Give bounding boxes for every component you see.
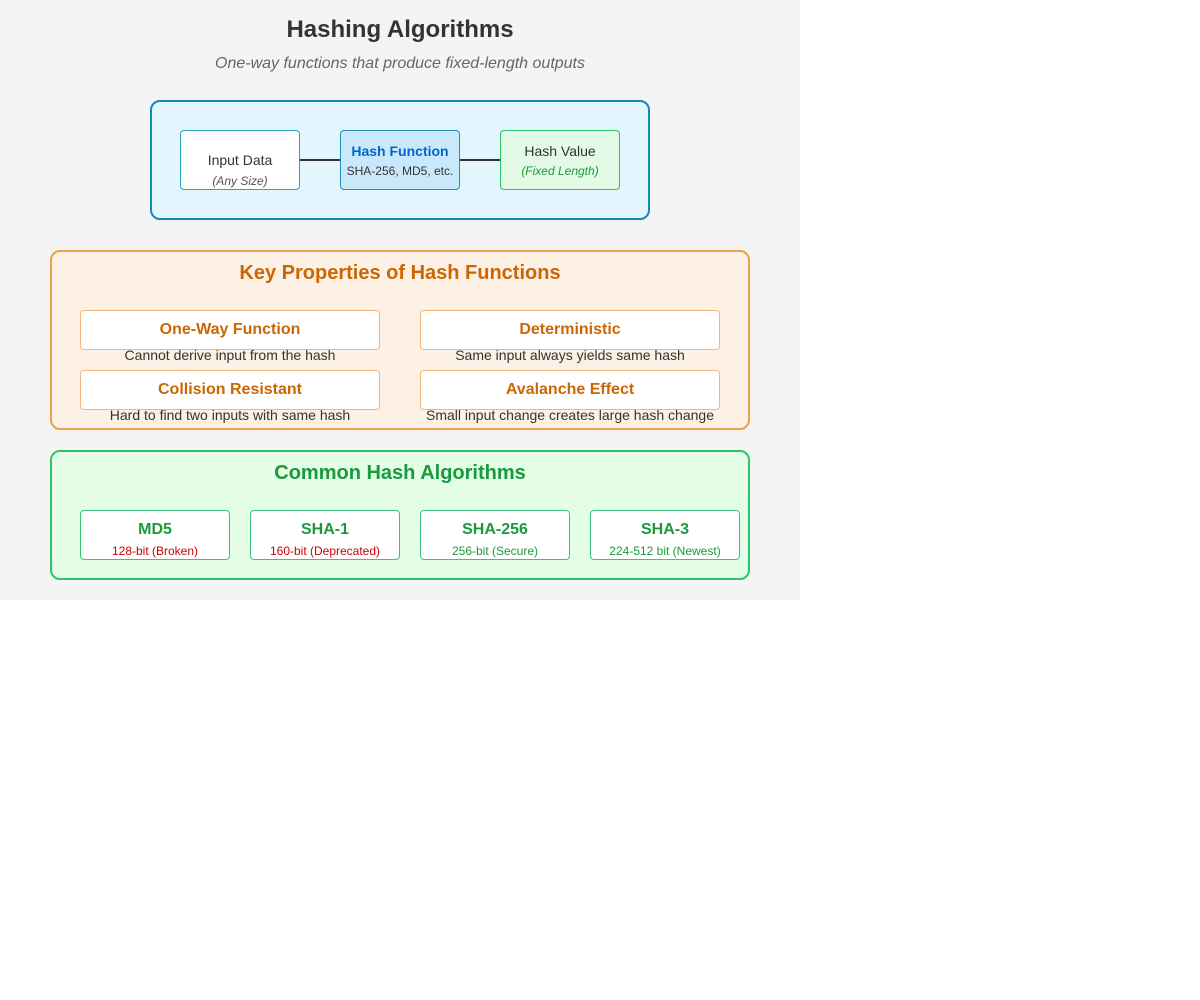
hash-to-output-connector [460,159,500,161]
diagram-subtitle: One-way functions that produce fixed-len… [215,55,585,72]
algorithm-name: MD5 [138,521,172,538]
diagram-title: Hashing Algorithms [286,16,514,43]
algorithm-name: SHA-1 [300,521,349,538]
hash-function-box: Hash Function SHA-256, MD5, etc. [340,130,460,190]
property-description: Hard to find two inputs with same hash [109,407,351,423]
input-data-label: Input Data [207,152,273,168]
algorithm-spec: 160-bit (Deprecated) [269,544,381,558]
algorithm-spec: 256-bit (Secure) [451,544,539,558]
property-card-collision-resistant: Collision Resistant [80,370,380,410]
common-algorithms-title: Common Hash Algorithms [274,462,526,484]
algorithm-spec: 128-bit (Broken) [111,544,199,558]
diagram-canvas: Hashing Algorithms One-way functions tha… [0,0,800,600]
property-card-one-way: One-Way Function [80,310,380,350]
algorithm-name: SHA-256 [462,521,528,538]
hash-function-examples: SHA-256, MD5, etc. [346,164,454,178]
hash-value-box: Hash Value (Fixed Length) [500,130,620,190]
input-to-hash-connector [300,159,340,161]
hash-function-label: Hash Function [351,143,449,159]
property-description: Small input change creates large hash ch… [426,407,714,423]
algorithm-spec: 224-512 bit (Newest) [609,544,721,558]
hash-value-length-note: (Fixed Length) [521,164,599,178]
property-title: Deterministic [519,321,621,338]
property-card-deterministic: Deterministic [420,310,720,350]
property-card-avalanche: Avalanche Effect [420,370,720,410]
key-properties-title: Key Properties of Hash Functions [239,262,561,284]
property-title: Collision Resistant [157,381,303,398]
algorithm-card-sha1: SHA-1 160-bit (Deprecated) [250,510,400,560]
algorithm-name: SHA-3 [640,521,689,538]
algorithm-card-sha3: SHA-3 224-512 bit (Newest) [590,510,740,560]
property-title: Avalanche Effect [505,381,635,398]
algorithm-card-sha256: SHA-256 256-bit (Secure) [420,510,570,560]
property-description: Cannot derive input from the hash [124,347,336,363]
algorithm-card-md5: MD5 128-bit (Broken) [80,510,230,560]
input-data-size-note: (Any Size) [212,174,268,188]
property-description: Same input always yields same hash [455,347,685,363]
property-title: One-Way Function [159,321,301,338]
input-data-box: Input Data (Any Size) [180,130,300,190]
hash-value-label: Hash Value [524,143,596,159]
